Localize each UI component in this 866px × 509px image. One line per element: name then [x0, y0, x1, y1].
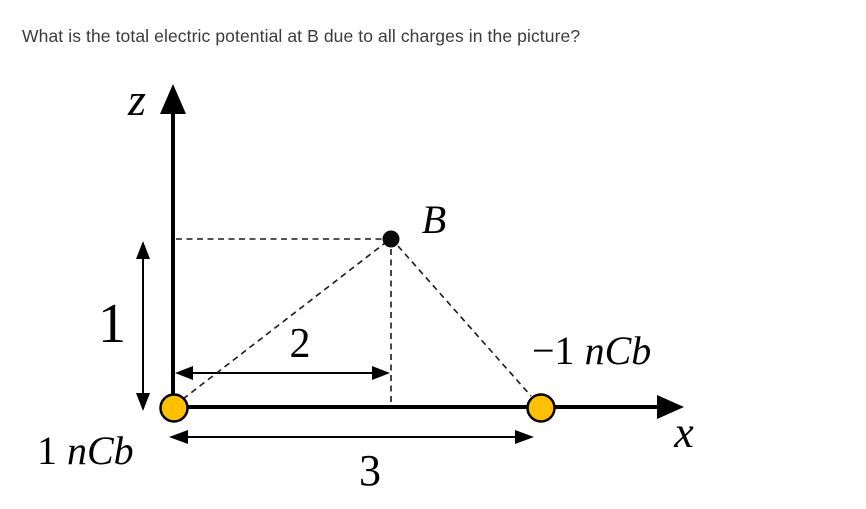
- charge-negative-marker: [526, 393, 556, 423]
- charge-positive-marker: [159, 393, 189, 423]
- question-text: What is the total electric potential at …: [22, 26, 581, 46]
- charge-positive-unit: nCb: [67, 428, 134, 473]
- point-b-marker: [382, 230, 400, 248]
- arrow-right-icon: [515, 430, 534, 444]
- charge-positive-value: 1: [37, 428, 57, 473]
- dimension-separation-arrow: [169, 430, 534, 444]
- x-axis-label: x: [673, 408, 694, 457]
- charge-negative-unit: nCb: [585, 328, 652, 373]
- z-axis-label: z: [127, 74, 146, 125]
- dimension-height-label: 1: [98, 293, 126, 355]
- dimension-height-arrow: [136, 241, 150, 411]
- x-axis-arrowhead-icon: [657, 395, 684, 419]
- arrow-up-icon: [136, 241, 150, 259]
- z-axis-arrowhead-icon: [160, 84, 186, 114]
- arrow-left-icon: [175, 366, 193, 380]
- dimension-bx-label: 2: [290, 321, 311, 367]
- arrow-right-icon: [372, 366, 390, 380]
- charge-negative-value: −1: [532, 328, 575, 373]
- arrow-left-icon: [169, 430, 188, 444]
- guide-line-origin-to-b: [182, 242, 386, 400]
- guide-line-b-to-negative-charge: [397, 245, 532, 397]
- z-axis: [160, 84, 186, 396]
- dimension-bx-arrow: [175, 366, 390, 380]
- point-b-label: B: [422, 197, 446, 242]
- x-axis: [180, 395, 684, 419]
- dimension-separation-label: 3: [359, 446, 381, 495]
- arrow-down-icon: [136, 393, 150, 411]
